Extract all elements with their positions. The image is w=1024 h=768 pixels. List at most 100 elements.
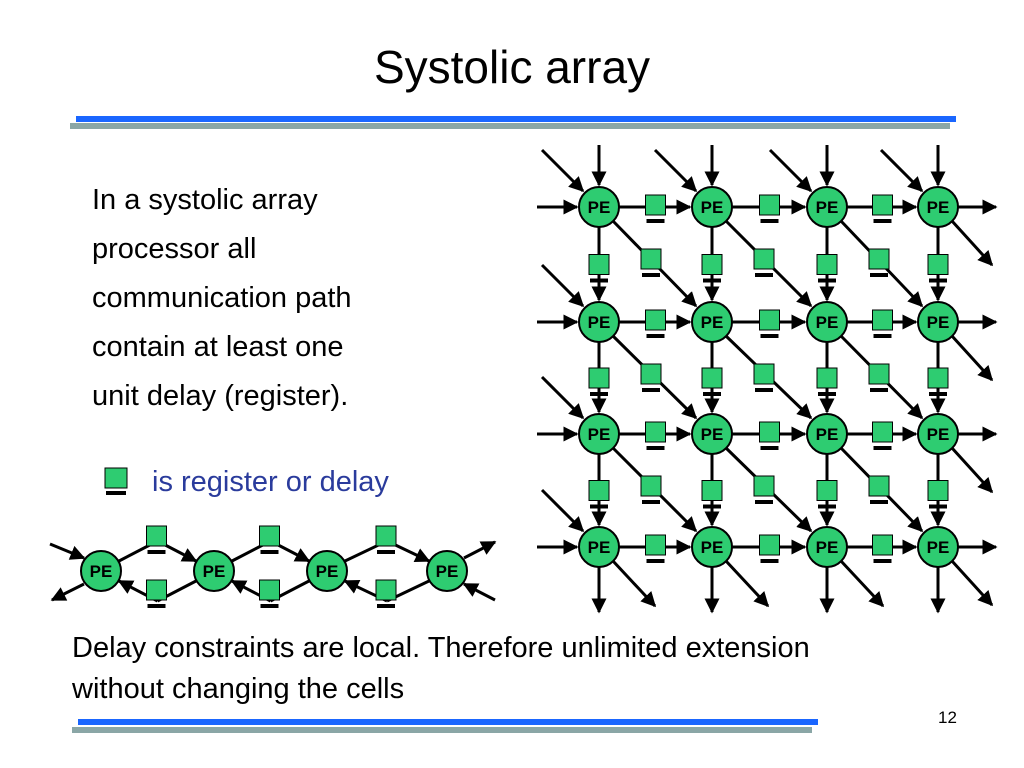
footer-bar-shadow <box>72 727 812 733</box>
register-box <box>146 525 167 554</box>
pe-label: PE <box>436 562 459 581</box>
pe-node: PE <box>578 186 620 228</box>
register-box <box>868 363 890 392</box>
pe-node: PE <box>80 550 122 592</box>
pe-node: PE <box>306 550 348 592</box>
title-underline-shadow <box>70 123 950 129</box>
register-box <box>753 475 775 504</box>
input-diagonal-arrow <box>540 263 585 308</box>
page-number: 12 <box>938 708 957 727</box>
register-box <box>753 248 775 277</box>
output-diagonal-arrow <box>724 559 770 608</box>
register-box <box>872 534 893 563</box>
register-box <box>816 254 838 283</box>
register-box <box>759 534 780 563</box>
pe-label: PE <box>816 198 839 217</box>
register-box <box>927 254 949 283</box>
input-diagonal-arrow <box>540 375 585 420</box>
pe-node: PE <box>691 301 733 343</box>
register-box <box>588 480 610 509</box>
pe-node: PE <box>578 301 620 343</box>
pe-node: PE <box>691 186 733 228</box>
output-diagonal-arrow <box>839 559 885 608</box>
pe-node: PE <box>917 301 959 343</box>
body-line: contain at least one <box>92 331 344 363</box>
pe-node: PE <box>691 526 733 568</box>
pe-label: PE <box>816 425 839 444</box>
pe-label: PE <box>816 313 839 332</box>
body-line: In a systolic array <box>92 184 318 216</box>
input-diagonal-arrow <box>540 488 585 533</box>
output-diagonal-arrow <box>950 219 994 267</box>
register-box <box>701 480 723 509</box>
chain-input-arrow <box>462 582 496 602</box>
pe-label: PE <box>588 313 611 332</box>
bottom-line: without changing the cells <box>72 673 405 705</box>
register-box <box>753 363 775 392</box>
register-box <box>645 421 666 450</box>
register-box <box>259 525 280 554</box>
input-diagonal-arrow <box>653 148 698 193</box>
pe-node: PE <box>578 526 620 568</box>
register-box <box>872 194 893 223</box>
register-box <box>701 254 723 283</box>
register-box <box>645 534 666 563</box>
pe-label: PE <box>588 538 611 557</box>
pe-label: PE <box>588 198 611 217</box>
pe-node: PE <box>691 413 733 455</box>
register-box <box>375 579 397 608</box>
pe-label: PE <box>701 425 724 444</box>
pe-label: PE <box>701 198 724 217</box>
legend-register-icon <box>104 467 128 495</box>
pe-label: PE <box>701 538 724 557</box>
chain-output-arrow <box>50 582 85 602</box>
pe-node: PE <box>426 550 468 592</box>
register-box <box>640 363 662 392</box>
register-box <box>759 309 780 338</box>
footer-bar <box>78 719 818 725</box>
register-box <box>645 309 666 338</box>
register-box <box>927 480 949 509</box>
pe-node: PE <box>578 413 620 455</box>
body-line: unit delay (register). <box>92 380 349 412</box>
pe-label: PE <box>816 538 839 557</box>
output-diagonal-arrow <box>950 446 994 494</box>
pe-node: PE <box>917 413 959 455</box>
register-box <box>640 475 662 504</box>
input-diagonal-arrow <box>540 148 585 193</box>
input-diagonal-arrow <box>768 148 813 193</box>
register-box <box>588 254 610 283</box>
pe-node: PE <box>806 526 848 568</box>
register-box <box>868 248 890 277</box>
pe-label: PE <box>316 562 339 581</box>
pe-label: PE <box>588 425 611 444</box>
bottom-line: Delay constraints are local. Therefore u… <box>72 632 810 664</box>
register-box <box>701 367 723 396</box>
pe-label: PE <box>927 198 950 217</box>
pe-label: PE <box>927 425 950 444</box>
register-box <box>375 525 397 554</box>
pe-label: PE <box>927 313 950 332</box>
pe-label: PE <box>701 313 724 332</box>
register-box <box>872 309 893 338</box>
body-line: communication path <box>92 282 352 314</box>
register-box <box>759 421 780 450</box>
register-box <box>645 194 666 223</box>
register-box <box>927 367 949 396</box>
body-text: In a systolic array processor all commun… <box>92 176 432 421</box>
slide-title: Systolic array <box>373 41 651 93</box>
register-box <box>640 248 662 277</box>
title-underline <box>76 116 956 122</box>
chain-output-arrow <box>463 540 497 560</box>
pe-node: PE <box>806 413 848 455</box>
register-box <box>816 367 838 396</box>
output-diagonal-arrow <box>950 559 994 607</box>
pe-node: PE <box>806 301 848 343</box>
pe-label: PE <box>203 562 226 581</box>
register-box <box>259 579 280 608</box>
pe-node: PE <box>193 550 235 592</box>
register-box <box>816 480 838 509</box>
input-diagonal-arrow <box>879 148 924 193</box>
register-box <box>146 579 167 608</box>
